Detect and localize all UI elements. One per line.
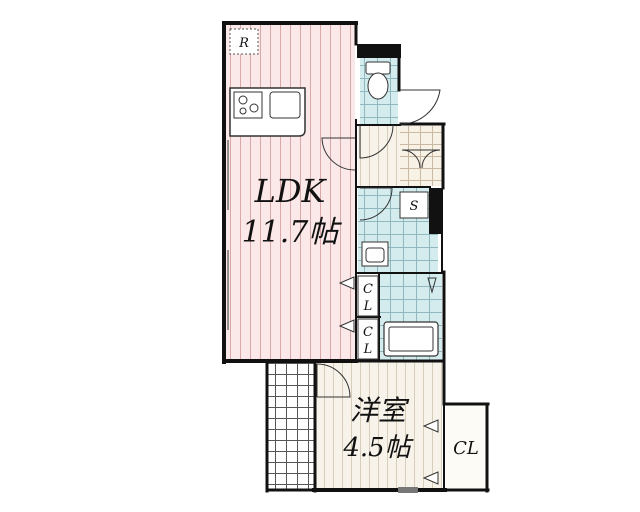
entrance-cabinet (401, 149, 441, 169)
western-room-size: 4.5帖 (342, 433, 414, 463)
hall-door (359, 124, 394, 159)
ldk-floor (225, 24, 355, 360)
shoe-storage: S (399, 191, 429, 219)
closet-main: CL (453, 438, 479, 459)
closet-lower-label-c: C (363, 325, 373, 340)
closet-lower-label-l: L (363, 342, 373, 357)
ldk-name: LDK (254, 172, 328, 210)
kitchen-sink-icon (269, 91, 301, 119)
refrigerator-label: R (238, 36, 249, 51)
walls (222, 21, 490, 493)
entrance-floor (400, 126, 442, 186)
western-room-floor (315, 362, 442, 490)
balcony-floor (268, 362, 314, 490)
toilet-door (399, 89, 441, 125)
western-room-door (316, 363, 351, 398)
washroom-door (359, 187, 393, 221)
closet-door-markers (338, 276, 439, 485)
toilet-icon (365, 61, 391, 100)
closet-upper-label-c: C (363, 282, 373, 297)
bathtub-icon (383, 321, 439, 357)
ldk-door (321, 137, 356, 171)
shoe-storage-label: S (410, 199, 419, 214)
kitchen-stove-icon (233, 91, 263, 119)
closet-main-label: CL (453, 438, 479, 459)
closet-main-floor (446, 405, 486, 490)
closet-upper-label-l: L (363, 299, 373, 314)
closet-upper: C L (357, 275, 379, 317)
western-room-name: 洋室 (350, 394, 410, 427)
closet-lower: C L (357, 318, 379, 360)
washbasin-icon (361, 241, 389, 267)
kitchen-counter (229, 87, 306, 137)
hall-floor (358, 126, 400, 186)
washing-machine-icon (427, 277, 437, 294)
refrigerator: R (229, 28, 259, 55)
bottom-window (398, 487, 418, 493)
ldk-size: 11.7帖 (242, 215, 343, 250)
